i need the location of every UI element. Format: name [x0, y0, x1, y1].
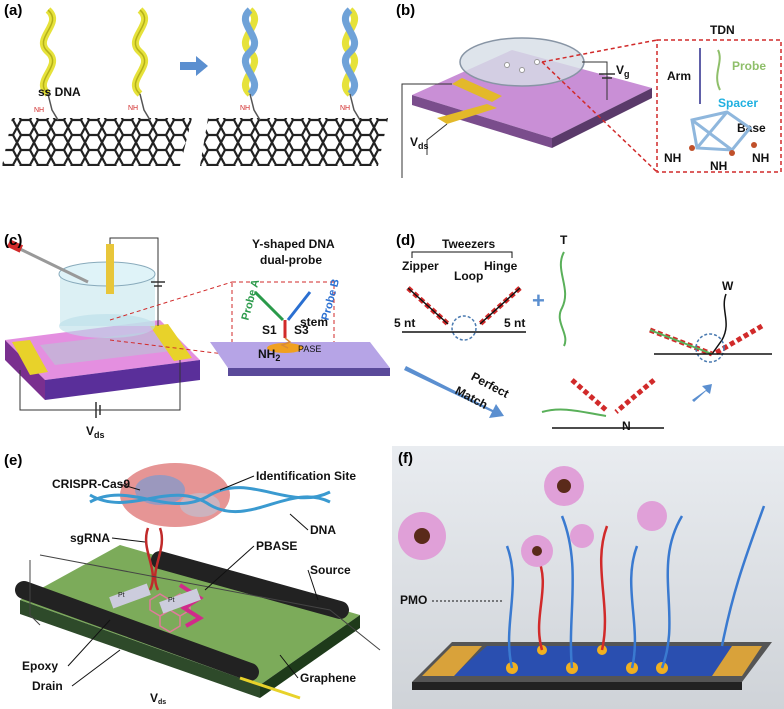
graphene-label: Graphene [300, 671, 356, 685]
panel-e-figure: Pt Pt CRISPR-Cas9 Identification Site DN… [15, 463, 381, 706]
nh2-label-c: NH2 [258, 347, 280, 363]
graphene-channel-f [452, 646, 732, 676]
source-electrode [151, 551, 349, 619]
vds-label: Vds [410, 135, 429, 151]
panel-d-figure: Tweezers Zipper Loop Hinge 5 nt 5 nt + T… [394, 233, 772, 433]
pmo-strands [505, 505, 766, 669]
vg-label: Vg [616, 63, 630, 79]
panel-a: (a) ss DNA NH NH NH NH [0, 0, 392, 178]
graphene-channel [40, 330, 180, 365]
s1-label: S1 [262, 323, 277, 337]
panel-f: (f) [392, 446, 784, 709]
sgrna-label: sgRNA [70, 531, 110, 545]
svg-text:NH: NH [340, 105, 350, 112]
arm-label: Arm [667, 69, 691, 83]
tdn-label: TDN [710, 23, 735, 37]
svg-text:NH: NH [240, 105, 250, 112]
sgrna-strand [144, 527, 164, 591]
nt-right-label: 5 nt [504, 316, 525, 330]
panel-f-label: (f) [398, 450, 413, 467]
s3-label: S3 [294, 323, 309, 337]
nt-left-label: 5 nt [394, 316, 415, 330]
svg-text:Pt: Pt [168, 597, 175, 604]
target-strand [558, 251, 567, 347]
panel-e: (e) Pt Pt CRISPR-Ca [0, 450, 390, 709]
inset-substrate [210, 342, 390, 368]
svg-text:NH: NH [664, 151, 681, 165]
panel-d: (d) Tweezers Zipper Loop Hinge 5 nt 5 nt… [392, 230, 784, 450]
solution-dish [460, 38, 584, 86]
electrode-right-f [712, 646, 762, 676]
electrode-left-f [422, 646, 482, 676]
tweezers-label: Tweezers [442, 237, 495, 251]
panel-f-figure: PMO [398, 466, 772, 690]
tetrahedron [690, 110, 753, 152]
panel-b: (b) Vg Vds TDN Arm Probe Spacer Base [392, 0, 784, 178]
panel-c-label: (c) [4, 232, 23, 249]
panel-b-figure: Vg Vds TDN Arm Probe Spacer Base NH NH N… [401, 23, 782, 178]
graphene-sheet-right [200, 118, 388, 166]
probe-label: Probe [732, 59, 766, 73]
graphene-device [20, 545, 360, 685]
probe-a-label: Probe A [240, 278, 262, 322]
panel-b-label: (b) [396, 2, 416, 19]
dna-label: DNA [310, 523, 336, 537]
perfect-match-arrow [404, 366, 504, 418]
t-label: T [560, 233, 568, 247]
hinge-label: Hinge [484, 259, 518, 273]
loop-label: Loop [454, 269, 483, 283]
vds-label-e: Vds [150, 691, 166, 706]
small-arrow [692, 384, 712, 402]
w-label: W [722, 279, 734, 293]
svg-text:NH: NH [710, 159, 727, 173]
svg-text:Pt: Pt [118, 592, 125, 599]
electrode-left [12, 340, 48, 375]
vds-label-c: Vds [86, 424, 105, 440]
ydna-title-1: Y-shaped DNA [252, 237, 335, 251]
svg-text:NH: NH [752, 151, 769, 165]
epoxy-label: Epoxy [22, 659, 58, 673]
source-label: Source [310, 563, 351, 577]
panel-a-label: (a) [4, 2, 23, 19]
ssdna-label: ss DNA [38, 85, 81, 99]
pbase-label: PBASE [256, 539, 297, 553]
panel-e-label: (e) [4, 452, 23, 469]
virus-particles [398, 466, 667, 567]
panel-c: (c) Vds PASE [0, 230, 392, 450]
svg-text:NH: NH [34, 107, 44, 114]
n-label: N [622, 419, 631, 433]
stem-label: stem [300, 315, 328, 329]
zipper-label: Zipper [402, 259, 439, 273]
electrode-right [150, 324, 192, 361]
svg-text:NH: NH [128, 105, 138, 112]
crispr-label: CRISPR-Cas9 [52, 477, 130, 491]
pase-label: PASE [298, 344, 321, 354]
panel-a-figure: ss DNA NH NH NH NH [2, 7, 388, 166]
panel-c-figure: Vds PASE Y-shaped DNA dual-probe Probe A… [5, 237, 390, 440]
idsite-label: Identification Site [256, 469, 356, 483]
graphene-sheet-left [2, 118, 192, 166]
drain-electrode [15, 581, 259, 681]
spacer-label: Spacer [718, 96, 758, 110]
plus-icon: + [532, 288, 545, 313]
pmo-label: PMO [400, 593, 427, 607]
drain-label: Drain [32, 679, 63, 693]
ydna-title-2: dual-probe [260, 253, 322, 267]
panel-d-label: (d) [396, 232, 416, 249]
reaction-arrow [180, 56, 208, 76]
